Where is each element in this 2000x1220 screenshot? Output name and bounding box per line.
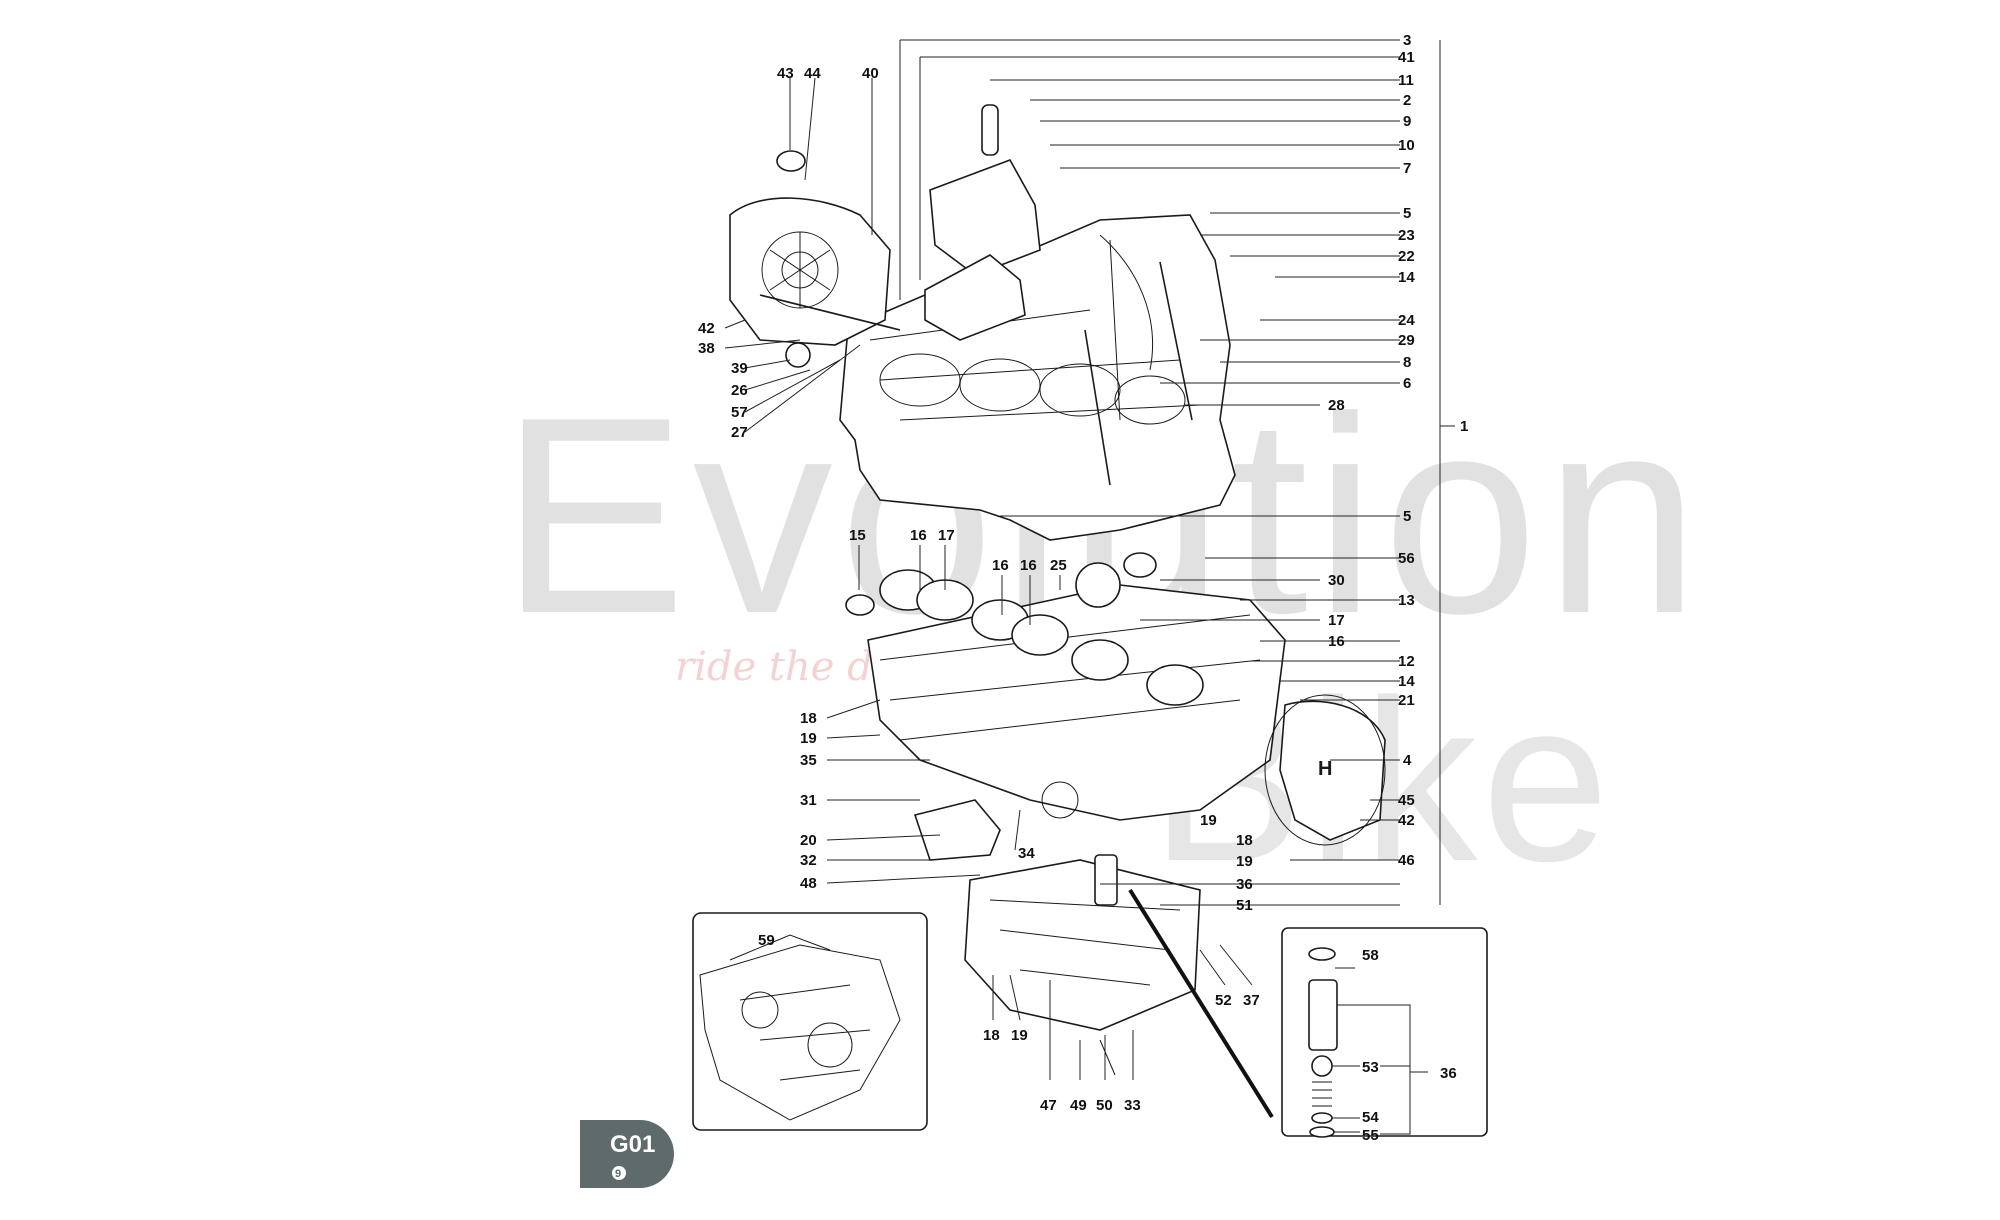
main-bearing-shells — [845, 552, 1204, 706]
inset-callout-36: 36 — [1440, 1065, 1457, 1082]
engine-inset: 59 — [692, 912, 928, 1131]
inset-callout-53: 53 — [1362, 1059, 1379, 1076]
callout-32: 32 — [800, 852, 817, 869]
callout-16b: 16 — [992, 557, 1009, 574]
callout-29: 29 — [1398, 332, 1415, 349]
callout-39: 39 — [731, 360, 748, 377]
inset-callout-55: 55 — [1362, 1127, 1379, 1144]
generator-cover: H — [1264, 694, 1386, 846]
callout-b19: 19 — [1011, 1027, 1028, 1044]
callout-17b: 17 — [1328, 612, 1345, 629]
right-leaders — [899, 39, 1455, 906]
callout-4: 4 — [1403, 752, 1412, 769]
svg-text:H: H — [1318, 758, 1332, 780]
detail-pointer-line — [1128, 888, 1274, 1119]
callout-41: 41 — [1398, 49, 1415, 66]
callout-30: 30 — [1328, 572, 1345, 589]
oil-tank-cover — [924, 104, 1041, 341]
left-callouts: 43 44 40 42 38 39 26 57 27 15 16 17 16 1… — [698, 65, 1067, 892]
callout-19b: 19 — [1200, 812, 1217, 829]
callout-42b: 42 — [1398, 812, 1415, 829]
callout-49: 49 — [1070, 1097, 1087, 1114]
callout-5b: 5 — [1403, 508, 1411, 525]
callout-11: 11 — [1398, 72, 1414, 89]
callout-36a: 36 — [1236, 876, 1253, 893]
callout-26: 26 — [731, 382, 748, 399]
callout-12: 12 — [1398, 653, 1415, 670]
callout-48: 48 — [800, 875, 817, 892]
page-code: G01 — [610, 1131, 655, 1158]
callout-9: 9 — [1403, 113, 1411, 130]
valve-detail-inset: 58 53 36 54 55 — [1281, 927, 1488, 1144]
callout-44: 44 — [804, 65, 821, 82]
right-callouts: 3 41 11 2 9 10 7 5 23 22 14 24 29 8 6 28… — [1200, 32, 1468, 914]
callout-2: 2 — [1403, 92, 1411, 109]
callout-6: 6 — [1403, 375, 1411, 392]
inset-callout-54: 54 — [1362, 1109, 1379, 1126]
callout-7: 7 — [1403, 160, 1411, 177]
callout-22: 22 — [1398, 248, 1415, 265]
callout-14a: 14 — [1398, 269, 1415, 286]
callout-56: 56 — [1398, 550, 1415, 567]
callout-46: 46 — [1398, 852, 1415, 869]
left-leaders — [724, 77, 1253, 1080]
callout-19a: 19 — [800, 730, 817, 747]
clutch-cover — [729, 150, 901, 368]
callout-50: 50 — [1096, 1097, 1113, 1114]
callout-43: 43 — [777, 65, 794, 82]
callout-17a: 17 — [938, 527, 955, 544]
callout-25: 25 — [1050, 557, 1067, 574]
callout-3: 3 — [1403, 32, 1411, 49]
inset-callout-58: 58 — [1362, 947, 1379, 964]
callout-24: 24 — [1398, 312, 1415, 329]
callout-38: 38 — [698, 340, 715, 357]
callout-27: 27 — [731, 424, 748, 441]
callout-10: 10 — [1398, 137, 1415, 154]
callout-b18: 18 — [983, 1027, 1000, 1044]
callout-31: 31 — [800, 792, 817, 809]
page-badge: G01 9 — [580, 1120, 674, 1188]
callout-14b: 14 — [1398, 673, 1415, 690]
callout-52: 52 — [1215, 992, 1232, 1009]
callout-23: 23 — [1398, 227, 1415, 244]
crankcase-lower — [845, 552, 1286, 821]
callout-16a: 16 — [910, 527, 927, 544]
callout-33: 33 — [1124, 1097, 1141, 1114]
callout-34: 34 — [1018, 845, 1035, 862]
callout-42: 42 — [698, 320, 715, 337]
callout-21: 21 — [1398, 692, 1415, 709]
callout-45: 45 — [1398, 792, 1415, 809]
crankcase-upper — [839, 214, 1236, 541]
oil-sump — [913, 799, 1201, 1076]
callout-18b: 18 — [1236, 832, 1253, 849]
bottom-callouts: 18 19 47 49 50 33 52 37 — [983, 992, 1260, 1114]
callout-19c: 19 — [1236, 853, 1253, 870]
page-sub: 9 — [615, 1168, 621, 1180]
callout-8: 8 — [1403, 354, 1411, 371]
callout-47: 47 — [1040, 1097, 1057, 1114]
callout-16d: 16 — [1020, 557, 1037, 574]
callout-40: 40 — [862, 65, 879, 82]
callout-1: 1 — [1460, 418, 1468, 435]
callout-35: 35 — [800, 752, 817, 769]
callout-16c: 16 — [1328, 633, 1345, 650]
callout-13: 13 — [1398, 592, 1415, 609]
callout-15: 15 — [849, 527, 866, 544]
callout-57: 57 — [731, 404, 748, 421]
callout-51: 51 — [1236, 897, 1253, 914]
inset-callout-59: 59 — [758, 932, 775, 949]
callout-20: 20 — [800, 832, 817, 849]
callout-5a: 5 — [1403, 205, 1411, 222]
callout-18a: 18 — [800, 710, 817, 727]
callout-28: 28 — [1328, 397, 1345, 414]
callout-37: 37 — [1243, 992, 1260, 1009]
